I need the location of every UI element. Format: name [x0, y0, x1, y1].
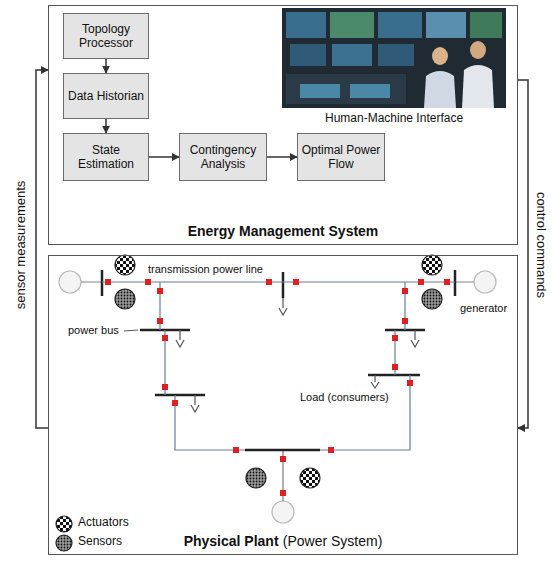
leader-line: [124, 330, 138, 331]
photo-caption: Human-Machine Interface: [325, 112, 463, 126]
line-label: transmission power line: [148, 263, 263, 276]
panel-title: Energy Management System: [49, 223, 517, 239]
process-box: Topology Processor: [63, 13, 149, 59]
process-box: Optimal Power Flow: [297, 133, 385, 181]
legend-text: Sensors: [78, 535, 122, 549]
flow-arrow: [105, 59, 107, 73]
box-label: Optimal Power Flow: [301, 143, 381, 172]
actuator-symbol: [115, 255, 135, 275]
process-box: Data Historian: [63, 73, 149, 119]
box-text-group: Topology Processor: [67, 22, 145, 51]
legend-text: Actuators: [78, 516, 129, 530]
actuator-symbol: [422, 255, 442, 275]
box-label: Topology Processor: [67, 22, 145, 51]
legend-actuator-symbol: [56, 516, 72, 532]
sensor-symbol: [115, 289, 135, 309]
sensor-symbol: [246, 468, 266, 488]
flow-arrow: [105, 119, 107, 133]
power-bus: [102, 270, 455, 450]
flow-arrow: [518, 80, 528, 428]
box-text-group: Optimal Power Flow: [301, 143, 381, 172]
plant-panel: Physical Plant(Power System): [48, 255, 518, 555]
panel-subtitle-text: (Power System): [283, 533, 383, 549]
flow-arrow: [267, 156, 297, 158]
breaker: [105, 279, 450, 496]
panel-title-text: Physical Plant: [184, 533, 279, 549]
box-label: State Estimation: [67, 143, 145, 172]
bus-label: power bus: [68, 324, 119, 337]
flow-arrow: [149, 156, 179, 158]
generator-symbol: [474, 271, 496, 293]
edge-label: sensor measurements: [13, 179, 28, 312]
box-text-group: Contingency Analysis: [183, 143, 263, 172]
box-label: Contingency Analysis: [183, 143, 263, 172]
sensor-symbol: [422, 289, 442, 309]
generator-symbol: [272, 501, 294, 523]
flow-arrow: [36, 70, 48, 428]
load-label: Load (consumers): [300, 391, 389, 404]
transmission-line: [102, 282, 455, 450]
power-system-diagram: [56, 255, 496, 551]
box-text-group: State Estimation: [67, 143, 145, 172]
box-label: Data Historian: [68, 89, 144, 103]
edge-label: control commands: [534, 190, 549, 300]
process-box: Contingency Analysis: [179, 133, 267, 181]
generator-symbol: [59, 271, 81, 293]
actuator-symbol: [300, 468, 320, 488]
box-text-group: Data Historian: [68, 89, 144, 103]
legend-sensor-symbol: [56, 535, 72, 551]
panel-title-text: Energy Management System: [188, 223, 379, 239]
generator-label: generator: [460, 302, 507, 315]
load-arrow: [176, 298, 419, 412]
process-box: State Estimation: [63, 133, 149, 181]
control-room-photo: [282, 8, 506, 108]
